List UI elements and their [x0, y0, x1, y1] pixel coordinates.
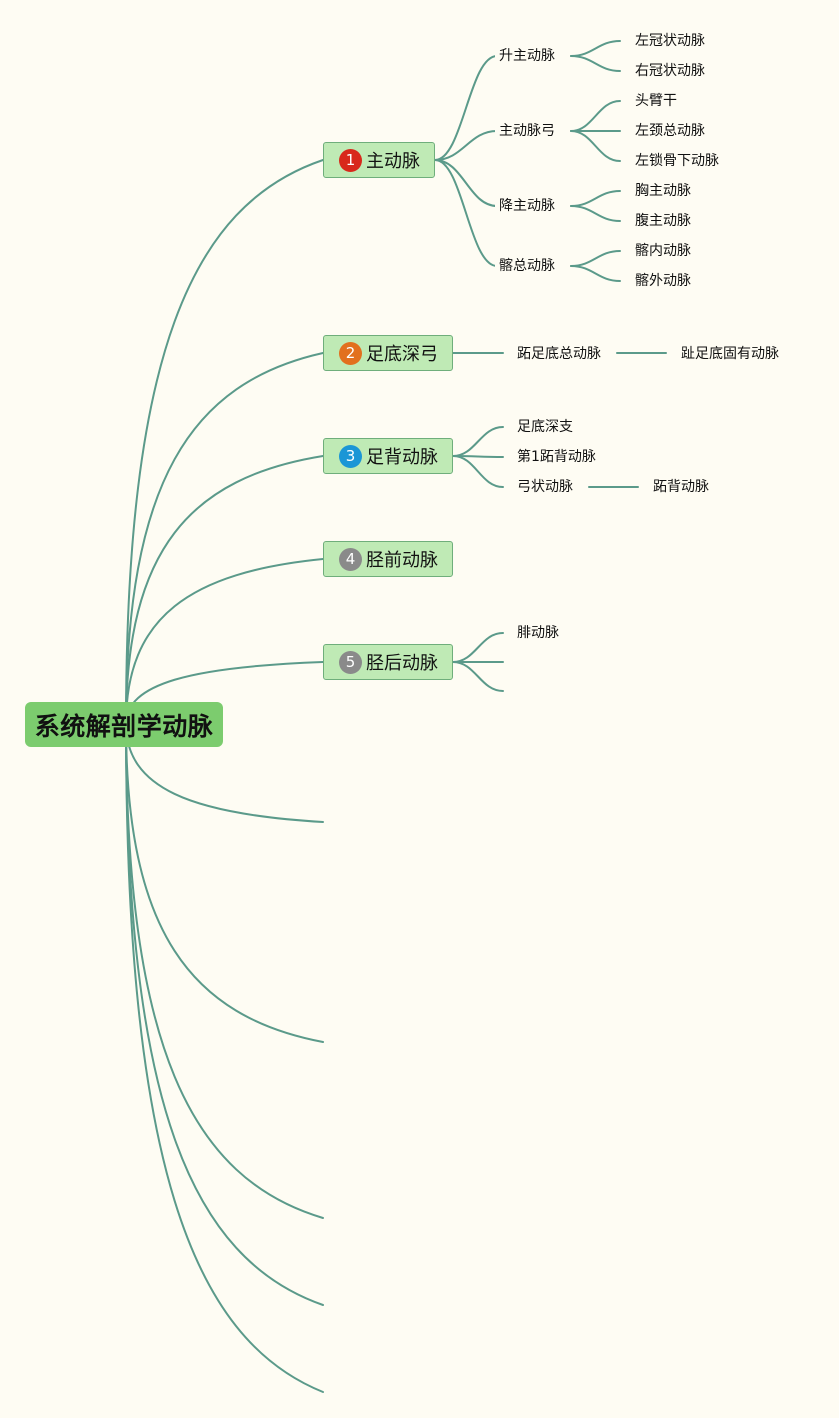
branch-topic-anterior-tibial[interactable]: 4 胫前动脉: [323, 541, 453, 577]
root-link-2: [125, 352, 324, 725]
link-posterior-tibial-1: [452, 632, 504, 663]
link-dorsalis-1: [452, 426, 504, 457]
priority-4-icon: 4: [339, 547, 362, 571]
link-arch-1: [570, 100, 621, 132]
branch-topic-deep-plantar-arch[interactable]: 2 足底深弓: [323, 335, 453, 371]
link-ascending-2: [570, 55, 621, 72]
subtopic-left-coronary-artery[interactable]: 左冠状动脉: [631, 31, 709, 51]
priority-5-icon: 5: [339, 650, 362, 674]
subtopic-thoracic-aorta[interactable]: 胸主动脉: [631, 181, 695, 201]
link-aorta-3: [434, 159, 498, 207]
root-topic-label: 系统解剖学动脉: [34, 711, 214, 741]
branch-label: 胫前动脉: [366, 550, 438, 571]
subtopic-brachiocephalic-trunk[interactable]: 头臂干: [631, 91, 681, 111]
subtopic-left-common-carotid[interactable]: 左颈总动脉: [631, 121, 709, 141]
branch-topic-posterior-tibial[interactable]: 5 胫后动脉: [323, 644, 453, 680]
link-aorta-4: [434, 159, 498, 267]
subtopic-left-subclavian[interactable]: 左锁骨下动脉: [631, 151, 723, 171]
root-link-9: [125, 723, 324, 1306]
subtopic-internal-iliac[interactable]: 髂内动脉: [631, 241, 695, 261]
link-iliac-1: [570, 250, 621, 267]
root-link-8: [125, 723, 324, 1219]
link-aorta-1: [434, 55, 498, 161]
root-link-4: [125, 558, 324, 725]
root-topic[interactable]: 系统解剖学动脉: [25, 702, 223, 747]
subtopic-common-plantar-digital[interactable]: 跖足底总动脉: [513, 344, 605, 364]
branch-label: 主动脉: [366, 151, 420, 172]
link-iliac-2: [570, 265, 621, 282]
link-posterior-tibial-3: [452, 661, 504, 692]
branch-topic-dorsalis-pedis[interactable]: 3 足背动脉: [323, 438, 453, 474]
root-link-10: [125, 723, 324, 1393]
root-link-3: [125, 455, 324, 725]
subtopic-descending-aorta[interactable]: 降主动脉: [495, 196, 559, 216]
subtopic-dorsal-metatarsal[interactable]: 跖背动脉: [649, 477, 713, 497]
link-ascending-1: [570, 40, 621, 57]
subtopic-deep-plantar-branch[interactable]: 足底深支: [513, 417, 577, 437]
subtopic-right-coronary-artery[interactable]: 右冠状动脉: [631, 61, 709, 81]
link-descending-2: [570, 205, 621, 222]
root-link-1: [125, 159, 324, 725]
branch-topic-aorta[interactable]: 1 主动脉: [323, 142, 435, 178]
subtopic-proper-plantar-digital[interactable]: 趾足底固有动脉: [677, 344, 783, 364]
branch-label: 胫后动脉: [366, 653, 438, 674]
priority-1-icon: 1: [339, 148, 362, 172]
subtopic-common-iliac[interactable]: 髂总动脉: [495, 256, 559, 276]
priority-2-icon: 2: [339, 341, 362, 365]
branch-label: 足底深弓: [366, 344, 438, 365]
priority-3-icon: 3: [339, 444, 362, 468]
subtopic-arcuate-artery[interactable]: 弓状动脉: [513, 477, 577, 497]
link-dorsalis-3: [452, 455, 504, 488]
subtopic-peroneal-artery[interactable]: 腓动脉: [513, 623, 563, 643]
link-descending-1: [570, 190, 621, 207]
subtopic-first-dorsal-metatarsal[interactable]: 第1跖背动脉: [513, 447, 600, 467]
subtopic-external-iliac[interactable]: 髂外动脉: [631, 271, 695, 291]
subtopic-aortic-arch[interactable]: 主动脉弓: [495, 121, 559, 141]
link-arch-3: [570, 130, 621, 162]
link-aorta-2: [434, 130, 498, 161]
root-link-7: [125, 723, 324, 1043]
subtopic-ascending-aorta[interactable]: 升主动脉: [495, 46, 559, 66]
branch-label: 足背动脉: [366, 447, 438, 468]
subtopic-abdominal-aorta[interactable]: 腹主动脉: [631, 211, 695, 231]
